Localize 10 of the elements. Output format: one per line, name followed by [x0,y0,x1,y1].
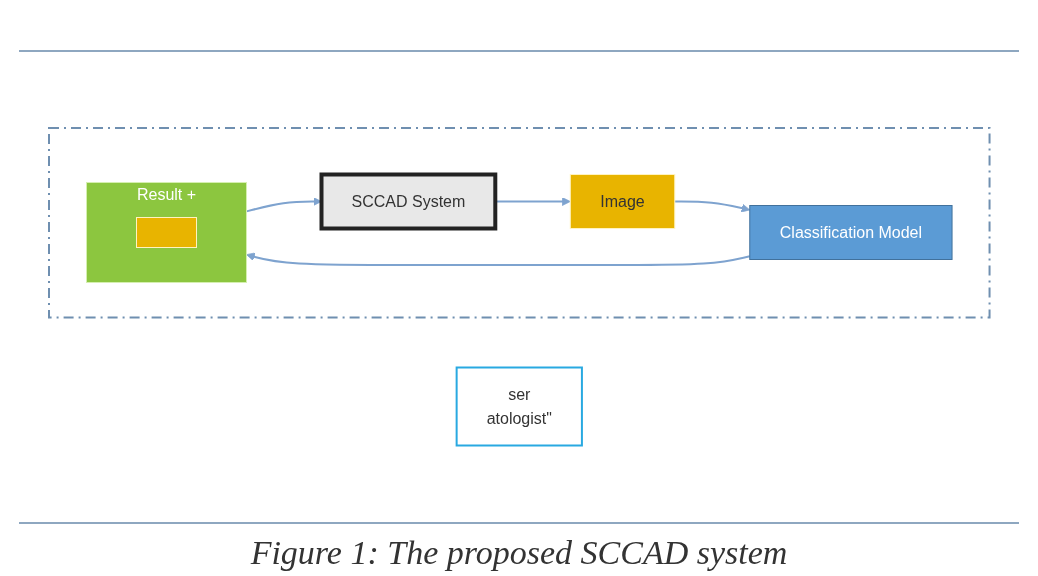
node-box: ser atologist" [455,366,583,447]
figure-caption: Figure 1: The proposed SCCAD system [250,534,788,572]
cluster: Result + [85,182,247,284]
node-box: SCCAD System [319,172,497,231]
node-box: Image [569,174,675,230]
arrow [673,200,750,213]
arrow [245,252,751,267]
node-box: Classification Model [749,205,953,261]
cluster [47,127,991,319]
node-box [135,217,197,249]
